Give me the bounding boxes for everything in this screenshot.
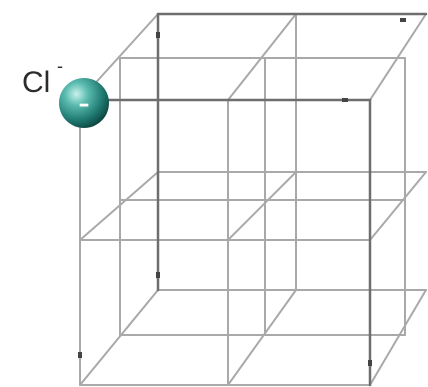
lattice-edge: [79, 171, 159, 241]
chloride-ion: –: [59, 78, 109, 128]
lattice-node-markers: [78, 18, 406, 366]
lattice-node: [156, 32, 160, 38]
lattice-node: [78, 352, 82, 358]
ion-charge-label: -: [57, 56, 63, 76]
lattice-edge: [369, 171, 427, 241]
ion-sign: –: [79, 92, 90, 117]
lattice-edge: [227, 171, 297, 241]
lattice-node: [156, 272, 160, 278]
lattice-edge: [227, 13, 297, 101]
lattice-edge: [79, 289, 159, 386]
lattice-node: [400, 18, 406, 22]
lattice-edge: [369, 13, 427, 101]
cubic-lattice-grid: [79, 13, 427, 386]
ion-sphere: [59, 78, 109, 128]
lattice-node: [342, 98, 348, 102]
lattice-emphasis-edges: [78, 12, 428, 387]
lattice-edge: [369, 289, 427, 386]
ion-label: Cl: [22, 66, 50, 99]
lattice-edge: [227, 289, 297, 386]
lattice-node: [368, 360, 372, 366]
